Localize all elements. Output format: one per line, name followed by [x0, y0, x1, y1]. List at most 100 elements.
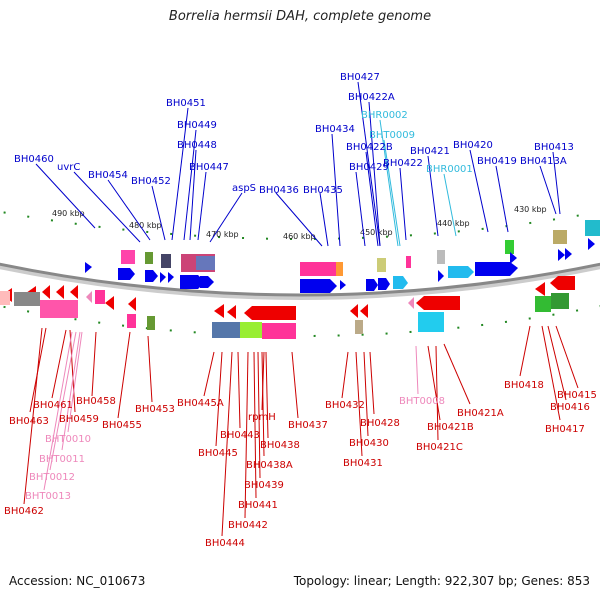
gene-label: BH0443 [220, 430, 260, 441]
feature-block [145, 252, 153, 264]
feature-block [535, 296, 551, 312]
gene-label: BH0437 [288, 420, 328, 431]
leader-line [319, 192, 329, 247]
forward-gene-arrow [200, 276, 214, 288]
inner-tick-ring [0, 305, 600, 337]
forward-rna-leader-lines [379, 119, 457, 247]
leader-line [399, 167, 407, 241]
gene-label: BH0453 [135, 404, 175, 415]
gene-label: BH0432 [325, 400, 365, 411]
gene-label: BH0422 [383, 158, 423, 169]
leader-line [189, 149, 197, 241]
gene-label: uvrC [57, 162, 80, 173]
feature-block [147, 316, 155, 330]
gene-label: BH0445A [177, 398, 224, 409]
leader-line [555, 325, 579, 389]
forward-gene-arrow [558, 249, 565, 261]
scale-label: 470 kbp [206, 230, 239, 239]
leader-line [427, 345, 441, 421]
leader-line [331, 133, 341, 247]
feature-block [161, 254, 171, 268]
reverse-leader-lines [23, 325, 579, 537]
gene-label: BH0434 [315, 124, 355, 135]
leader-line [265, 351, 269, 439]
scale-label: 460 kbp [283, 232, 316, 241]
leader-line [171, 107, 189, 241]
leader-line [73, 171, 141, 243]
gene-label: BH0444 [205, 538, 245, 549]
leader-line [117, 331, 131, 419]
forward-rna-labels: BHR0002 BHT0009 BHR0001 [361, 110, 473, 175]
leader-line [357, 81, 381, 247]
forward-gene-arrow [300, 279, 337, 293]
rna-arrow [86, 291, 92, 303]
gene-label: BH0461 [33, 400, 73, 411]
rna-label: BHT0010 [45, 434, 91, 445]
reverse-gene-arrow [244, 306, 296, 320]
forward-gene-arrow [378, 278, 390, 290]
forward-gene-arrow [510, 252, 517, 264]
forward-gene-arrow [118, 268, 135, 280]
reverse-gene-arrow [227, 305, 236, 319]
leader-line [221, 351, 233, 537]
scale-label: 490 kbp [52, 209, 85, 218]
forward-rna-arrows [393, 266, 474, 289]
gene-label: BH0429 [349, 162, 389, 173]
reverse-rna-arrows [86, 291, 414, 309]
rna-arrow [408, 297, 414, 309]
leader-line [67, 331, 83, 433]
gene-label: BH0416 [550, 402, 590, 413]
rna-arrow [448, 266, 474, 278]
scale-label: 480 kbp [129, 221, 162, 230]
leader-line [547, 325, 567, 401]
leader-line [253, 351, 257, 499]
feature-block [262, 323, 296, 339]
forward-gene-arrow [565, 248, 572, 260]
leader-line [427, 155, 439, 237]
outer-tick-ring [0, 210, 600, 240]
gene-label: BH0421B [427, 422, 474, 433]
feature-block [406, 256, 411, 268]
gene-label: BH0455 [102, 420, 142, 431]
leader-line [261, 351, 265, 457]
leader-line [209, 192, 243, 243]
leader-line [541, 325, 561, 421]
gene-label: BH0421C [416, 442, 463, 453]
leader-line [552, 151, 561, 215]
leader-line [35, 163, 96, 229]
leader-line [61, 331, 81, 451]
leader-line [23, 327, 43, 505]
leader-line [275, 192, 323, 247]
forward-leader-lines [35, 81, 561, 247]
gene-label: BH0448 [177, 140, 217, 151]
forward-gene-arrow [340, 280, 346, 290]
gene-label: BH0415 [557, 390, 597, 401]
reverse-gene-arrow [535, 282, 545, 296]
reverse-rna-leader-lines [43, 331, 419, 491]
gene-label: BH0436 [259, 185, 299, 196]
feature-block [336, 262, 343, 276]
gene-label: BH0431 [343, 458, 383, 469]
forward-feature-blocks [121, 220, 600, 276]
forward-gene-arrow [438, 270, 444, 282]
backbone-shadow [0, 263, 600, 300]
leader-line [215, 351, 223, 447]
forward-gene-arrow [180, 275, 205, 289]
gene-label: BH0435 [303, 185, 343, 196]
gene-label: BH0451 [166, 98, 206, 109]
gene-label: BH0439 [244, 480, 284, 491]
feature-block [585, 220, 600, 236]
gene-label: BH0452 [131, 176, 171, 187]
gene-label: BH0418 [504, 380, 544, 391]
gene-label: BH0449 [177, 120, 217, 131]
reverse-gene-arrow [42, 285, 50, 299]
leader-line [69, 329, 76, 413]
reverse-gene-arrow [550, 276, 575, 290]
leader-line [257, 351, 261, 479]
genome-summary: Topology: linear; Length: 922,307 bp; Ge… [293, 574, 590, 588]
gene-label: BH0438A [246, 460, 293, 471]
leader-line [203, 351, 215, 397]
gene-label: BH0413A [520, 156, 567, 167]
gene-label: BH0445 [198, 448, 238, 459]
